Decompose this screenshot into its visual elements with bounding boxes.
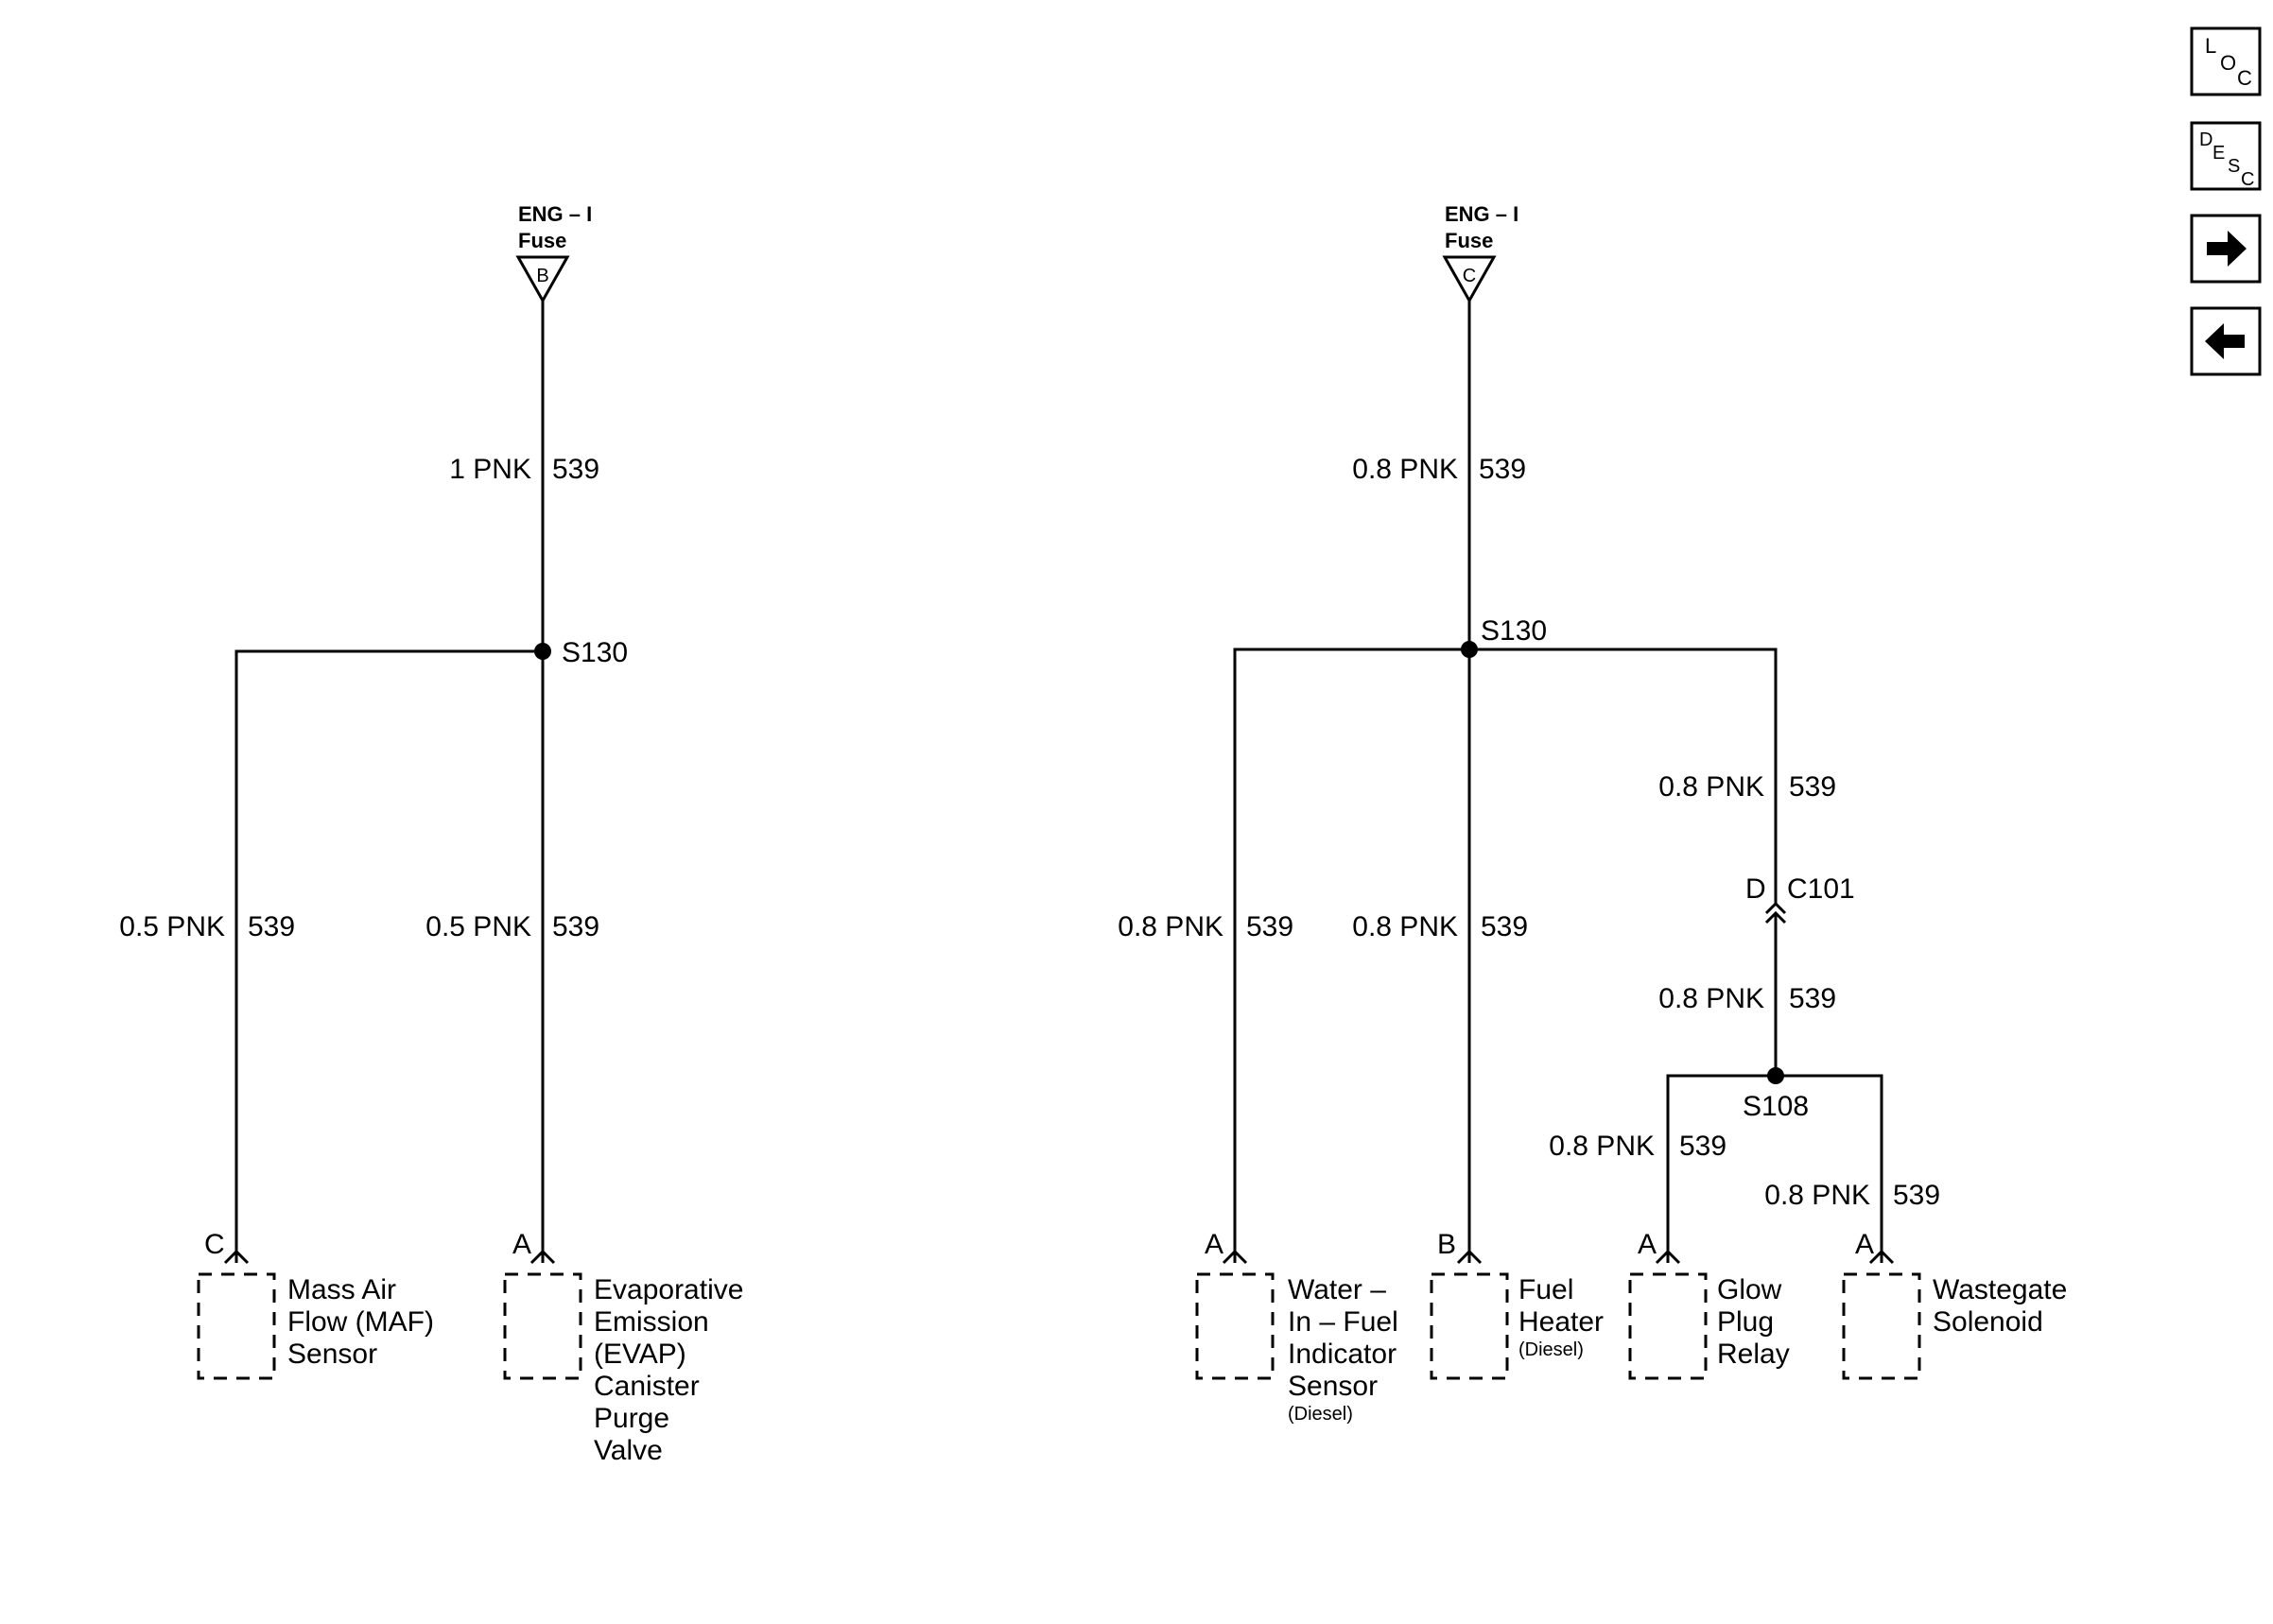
right-circuit: ENG – I Fuse C S130 D C101 S108 0.8 PNK … (1118, 202, 2067, 1425)
fuse-name-right: ENG – I (1445, 202, 1518, 226)
maf-name-1: Mass Air (287, 1274, 396, 1305)
connector-pin: D (1745, 873, 1766, 905)
evap-name-5: Purge (594, 1403, 669, 1434)
wire-right-bus (1233, 648, 1778, 1263)
wire-circuit: 539 (552, 454, 599, 485)
fuel-name-1: Fuel (1518, 1274, 1573, 1305)
loc-letter-1: L (2205, 34, 2216, 58)
wif-note: (Diesel) (1288, 1404, 1353, 1425)
connector-pin-icon (1868, 1249, 1895, 1265)
arrow-right-icon (2207, 231, 2247, 267)
loc-letter-2: O (2220, 51, 2236, 75)
pin-label-evap: A (512, 1229, 531, 1260)
connector-pin-icon (529, 1249, 556, 1265)
component-evap (503, 1272, 582, 1380)
pin-label-wif: A (1205, 1229, 1223, 1260)
wire-circuit: 539 (1789, 771, 1836, 803)
wif-name-2: In – Fuel (1288, 1306, 1398, 1338)
desc-letter-3: S (2228, 156, 2240, 177)
splice-right-dot (1461, 641, 1478, 658)
wire-left-maf (234, 649, 543, 1263)
waste-name-1: Wastegate (1933, 1274, 2067, 1305)
splice-left-dot (534, 643, 551, 660)
pin-label-maf: C (204, 1229, 225, 1260)
evap-name-6: Valve (594, 1435, 663, 1466)
wire-gauge: 0.5 PNK (119, 911, 225, 942)
glow-name-2: Plug (1717, 1306, 1774, 1338)
wire-gauge: 0.8 PNK (1764, 1180, 1870, 1211)
wire-circuit: 539 (1679, 1131, 1726, 1162)
splice-left-label: S130 (562, 637, 628, 668)
wire-gauge: 0.8 PNK (1118, 911, 1223, 942)
fuse-name-left: ENG – I (518, 202, 592, 226)
back-button[interactable] (2190, 306, 2262, 376)
pin-label-waste: A (1855, 1229, 1874, 1260)
maf-name-2: Flow (MAF) (287, 1306, 434, 1338)
connector-pin-icon (1222, 1249, 1248, 1265)
splice-s108-dot (1767, 1067, 1784, 1084)
maf-name-3: Sensor (287, 1339, 377, 1370)
waste-name-2: Solenoid (1933, 1306, 2043, 1338)
pin-label-fuel: B (1437, 1229, 1456, 1260)
glow-name-3: Relay (1717, 1339, 1790, 1370)
wire-circuit: 539 (1481, 911, 1528, 942)
fuse-sub-right: Fuse (1445, 229, 1493, 252)
fuse-terminal-right (1442, 255, 1497, 304)
evap-name-1: Evaporative (594, 1274, 743, 1305)
connector-name: C101 (1787, 873, 1855, 905)
wire-gauge: 0.5 PNK (425, 911, 531, 942)
evap-name-3: (EVAP) (594, 1339, 686, 1370)
loc-letter-3: C (2237, 66, 2252, 90)
nav-toolbar: L O C D E S C (2190, 26, 2262, 376)
desc-letter-2: E (2212, 143, 2225, 164)
component-wastegate-solenoid (1842, 1272, 1921, 1380)
pin-label-glow: A (1638, 1229, 1657, 1260)
desc-letter-4: C (2241, 169, 2254, 190)
component-fuel-heater (1430, 1272, 1509, 1380)
wire-gauge: 1 PNK (449, 454, 531, 485)
connector-pin-icon (1456, 1249, 1483, 1265)
wire-circuit: 539 (1893, 1180, 1940, 1211)
wire-gauge: 0.8 PNK (1658, 983, 1764, 1014)
fuel-name-2: Heater (1518, 1306, 1604, 1338)
desc-button[interactable]: D E S C (2190, 121, 2262, 191)
component-glow-plug-relay (1628, 1272, 1708, 1380)
wire-gauge: 0.8 PNK (1549, 1131, 1655, 1162)
arrow-left-icon (2205, 323, 2245, 359)
desc-letter-1: D (2199, 130, 2212, 150)
connector-pin-icon (223, 1249, 250, 1265)
evap-name-2: Emission (594, 1306, 709, 1338)
fuse-terminal-left (515, 255, 570, 304)
connector-pin-icon (1655, 1249, 1681, 1265)
wif-name-3: Indicator (1288, 1339, 1397, 1370)
wif-name-4: Sensor (1288, 1371, 1378, 1402)
wire-gauge: 0.8 PNK (1352, 454, 1458, 485)
fuse-pin-right: C (1463, 266, 1476, 286)
forward-button[interactable] (2190, 214, 2262, 284)
wif-name-1: Water – (1288, 1274, 1386, 1305)
evap-name-4: Canister (594, 1371, 700, 1402)
glow-name-1: Glow (1717, 1274, 1782, 1305)
fuse-pin-left: B (536, 266, 548, 286)
loc-button[interactable]: L O C (2190, 26, 2262, 96)
wire-gauge: 0.8 PNK (1352, 911, 1458, 942)
component-maf (197, 1272, 276, 1380)
component-water-in-fuel-sensor (1195, 1272, 1275, 1380)
wire-circuit: 539 (1789, 983, 1836, 1014)
wire-circuit: 539 (552, 911, 599, 942)
wire-gauge: 0.8 PNK (1658, 771, 1764, 803)
splice-right-label: S130 (1481, 615, 1547, 647)
wire-circuit: 539 (1246, 911, 1293, 942)
left-circuit: ENG – I Fuse B S130 1 PNK 539 0.5 PNK 53… (119, 202, 743, 1466)
wire-circuit: 539 (248, 911, 295, 942)
wire-circuit: 539 (1479, 454, 1526, 485)
splice-s108-label: S108 (1743, 1091, 1809, 1122)
fuse-sub-left: Fuse (518, 229, 566, 252)
fuel-note: (Diesel) (1518, 1339, 1584, 1360)
